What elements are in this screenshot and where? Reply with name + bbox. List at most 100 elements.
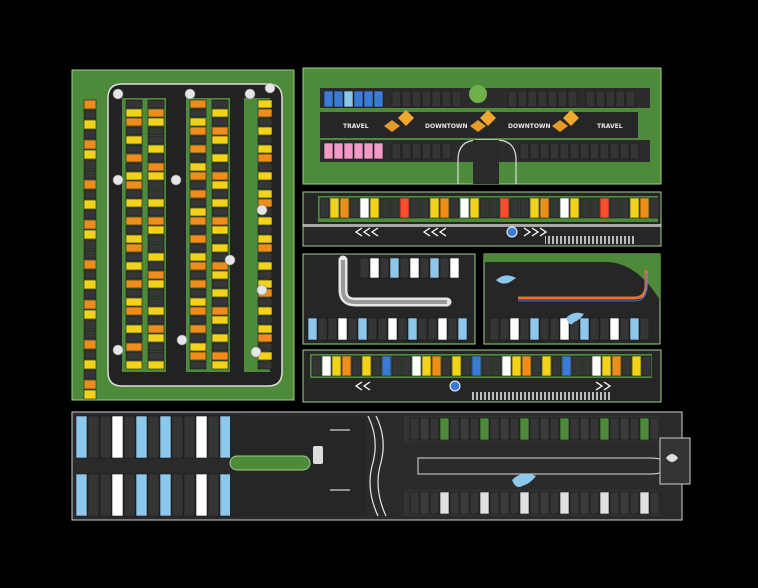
parking-stall bbox=[323, 142, 334, 160]
parking-stall bbox=[189, 162, 207, 172]
parking-stall bbox=[211, 171, 229, 181]
parking-stall bbox=[569, 142, 580, 160]
plaza-sign-3: DOWNTOWN bbox=[508, 123, 551, 130]
parking-stall bbox=[459, 491, 470, 515]
parking-stall bbox=[519, 317, 530, 341]
parking-stall bbox=[211, 180, 229, 190]
bottom-left-stalls bbox=[75, 415, 244, 517]
parking-stall bbox=[123, 415, 136, 459]
parking-stall bbox=[189, 171, 207, 181]
parking-stall bbox=[189, 288, 207, 298]
parking-stall bbox=[569, 417, 580, 441]
parking-stall bbox=[539, 197, 550, 219]
parking-stall bbox=[189, 216, 207, 226]
parking-stall bbox=[551, 355, 562, 377]
parking-stall bbox=[125, 99, 143, 109]
parking-stall bbox=[317, 317, 328, 341]
lamp bbox=[224, 254, 236, 266]
parking-stall bbox=[211, 225, 229, 235]
parking-stall bbox=[471, 355, 482, 377]
parking-stall bbox=[591, 355, 602, 377]
parking-stall bbox=[99, 473, 112, 517]
parking-stall bbox=[649, 417, 660, 441]
parking-stall bbox=[341, 355, 352, 377]
parking-stall bbox=[557, 90, 568, 108]
parking-stall bbox=[83, 319, 97, 330]
parking-stall bbox=[189, 198, 207, 208]
orca-icon bbox=[566, 312, 584, 325]
parking-stall bbox=[125, 189, 143, 199]
parking-stall bbox=[83, 369, 97, 380]
parking-stall bbox=[401, 355, 412, 377]
parking-stall bbox=[549, 142, 560, 160]
lamp bbox=[184, 88, 196, 100]
parking-stall bbox=[125, 243, 143, 253]
parking-stall bbox=[147, 126, 165, 136]
parking-stall bbox=[83, 329, 97, 340]
parking-stall bbox=[431, 142, 442, 160]
car-icon bbox=[313, 446, 323, 464]
lamp bbox=[264, 82, 276, 94]
parking-stall bbox=[147, 333, 165, 343]
parking-stall bbox=[379, 197, 390, 219]
parking-stall bbox=[499, 417, 510, 441]
plaza-sign-2: DOWNTOWN bbox=[425, 123, 468, 130]
parking-stall bbox=[189, 351, 207, 361]
parking-stall bbox=[211, 324, 229, 334]
parking-stall bbox=[449, 257, 460, 279]
parking-stall bbox=[333, 142, 344, 160]
parking-stall bbox=[419, 257, 430, 279]
plaza-stalls-bottom bbox=[323, 142, 640, 160]
parking-stall bbox=[397, 317, 408, 341]
parking-stall bbox=[349, 197, 360, 219]
parking-stall bbox=[147, 117, 165, 127]
parking-stall bbox=[389, 257, 400, 279]
parking-stall bbox=[257, 117, 273, 127]
parking-stall bbox=[211, 243, 229, 253]
parking-stall bbox=[125, 315, 143, 325]
parking-stall bbox=[257, 135, 273, 145]
parking-stall bbox=[87, 415, 100, 459]
parking-stall bbox=[211, 99, 229, 109]
parking-stall bbox=[211, 261, 229, 271]
parking-stall bbox=[125, 279, 143, 289]
parking-stall bbox=[125, 234, 143, 244]
parking-stall bbox=[257, 108, 273, 118]
parking-stall bbox=[125, 108, 143, 118]
parking-stall bbox=[599, 491, 610, 515]
parking-stall bbox=[195, 473, 208, 517]
parking-stall bbox=[189, 117, 207, 127]
orca-icon-2 bbox=[496, 275, 516, 284]
parking-stall bbox=[589, 491, 600, 515]
parking-stall bbox=[147, 342, 165, 352]
parking-stall bbox=[83, 229, 97, 240]
parking-stall bbox=[499, 317, 510, 341]
parking-stall bbox=[207, 415, 220, 459]
parking-stall bbox=[257, 225, 273, 235]
parking-stall bbox=[257, 189, 273, 199]
parking-stall bbox=[125, 333, 143, 343]
parking-stall bbox=[579, 142, 590, 160]
parking-stall bbox=[579, 197, 590, 219]
plaza-islands bbox=[384, 110, 579, 132]
plaza-stalls-top bbox=[323, 90, 636, 108]
parking-stall bbox=[211, 207, 229, 217]
parking-stall bbox=[211, 198, 229, 208]
lamp bbox=[244, 88, 256, 100]
parking-stall bbox=[431, 90, 442, 108]
parking-stall bbox=[391, 355, 402, 377]
parking-stall bbox=[183, 415, 196, 459]
parking-stall bbox=[257, 243, 273, 253]
parking-stall bbox=[417, 317, 428, 341]
parking-stall bbox=[459, 197, 470, 219]
stall-column-a0 bbox=[83, 99, 97, 400]
parking-stall bbox=[257, 252, 273, 262]
parking-stall bbox=[357, 317, 368, 341]
parking-stall bbox=[619, 317, 630, 341]
parking-stall bbox=[147, 207, 165, 217]
parking-stall bbox=[559, 491, 570, 515]
parking-stall bbox=[489, 197, 500, 219]
parking-stall bbox=[469, 491, 480, 515]
parking-stall bbox=[211, 189, 229, 199]
parking-stall bbox=[329, 197, 340, 219]
